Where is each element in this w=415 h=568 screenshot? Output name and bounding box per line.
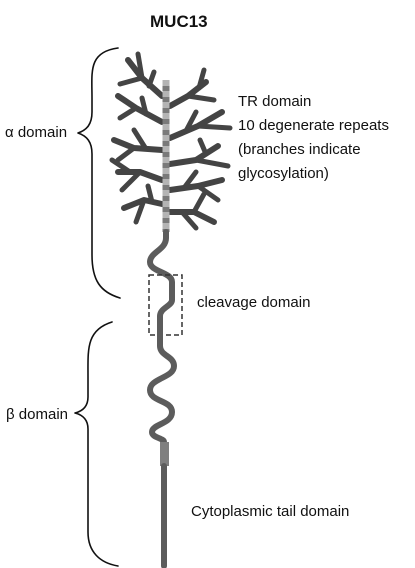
alpha-domain-label: α domain: [5, 124, 67, 141]
beta-domain-brace: [75, 322, 118, 566]
glycan-branch: [200, 140, 206, 154]
glycan-branch: [149, 72, 154, 86]
tr-branches-label: (branches indicate: [238, 141, 361, 158]
glycan-branch: [114, 140, 162, 150]
cytoplasmic-tail-label: Cytoplasmic tail domain: [191, 503, 349, 520]
diagram-title: MUC13: [150, 12, 208, 31]
stalk-upper: [150, 232, 172, 286]
glycan-branch: [118, 148, 134, 160]
glycan-branch: [188, 96, 214, 100]
glycan-branch: [120, 108, 136, 118]
tr-repeats-label: 10 degenerate repeats: [238, 117, 389, 134]
glycan-branch: [196, 160, 228, 166]
alpha-domain-brace: [78, 48, 120, 298]
tr-domain-label: TR domain: [238, 93, 311, 110]
glycan-branch: [194, 194, 204, 212]
glycan-branch: [120, 78, 142, 84]
beta-domain-label: β domain: [6, 406, 68, 423]
transmembrane-block: [160, 442, 169, 466]
stalk-beta: [150, 330, 174, 448]
glycan-branch: [198, 126, 230, 128]
tr-glycosylation-label: glycosylation): [238, 165, 329, 182]
cleavage-domain-label: cleavage domain: [197, 294, 310, 311]
stalk-cleavage: [160, 286, 172, 330]
glycosylation-branches: [112, 54, 230, 228]
